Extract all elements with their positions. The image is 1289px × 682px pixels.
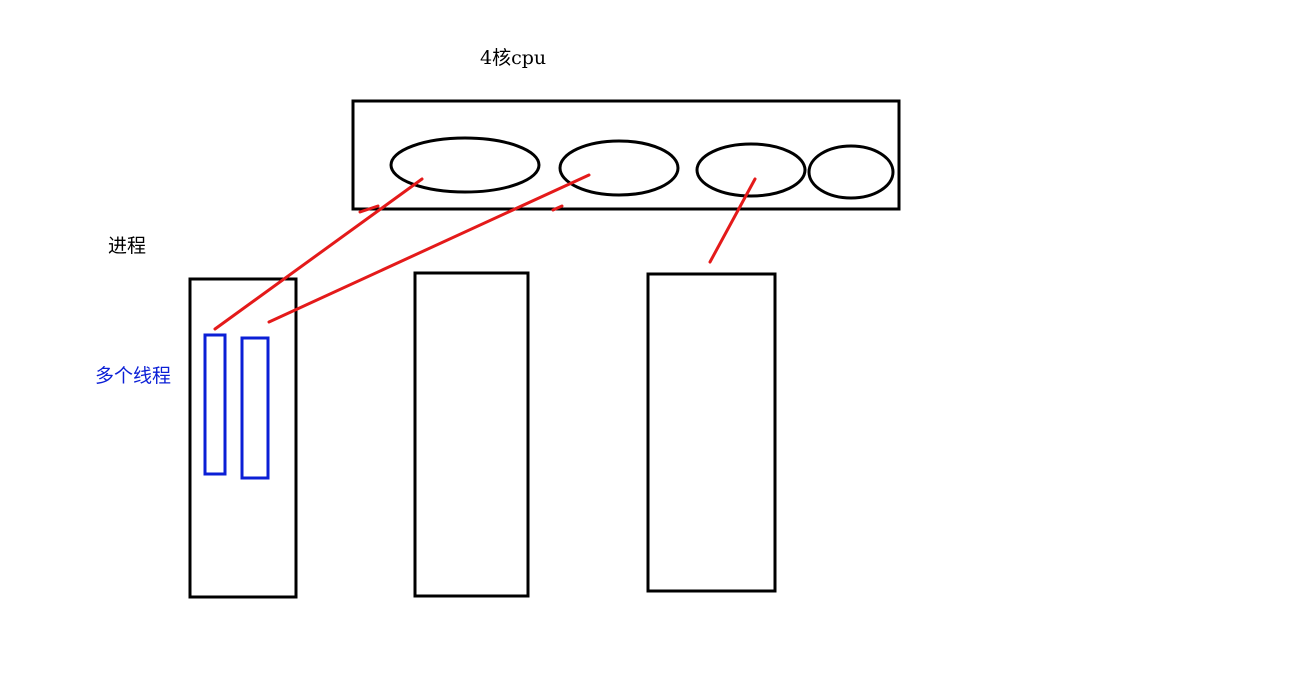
thread-2 — [240, 336, 270, 480]
process-3-box — [646, 272, 777, 593]
cpu-core-3 — [695, 142, 807, 198]
link-process-3-core-3 — [708, 177, 757, 264]
cpu-core-4 — [807, 144, 895, 200]
link-fragment-2 — [551, 204, 564, 212]
threads-label: 多个线程 — [95, 365, 171, 387]
cpu-outline — [351, 99, 901, 211]
cpu-box — [351, 99, 901, 211]
process-label: 进程 — [108, 235, 146, 257]
link-fragment-1 — [358, 204, 380, 214]
cpu-label: 4核cpu — [480, 47, 546, 69]
cpu-core-1 — [389, 136, 541, 194]
link-thread-2-core-2 — [267, 173, 591, 324]
process-2-box — [413, 271, 530, 598]
thread-1 — [203, 333, 227, 476]
process-1-box — [188, 277, 298, 599]
link-thread-1-core-1 — [213, 177, 424, 331]
cpu-core-2 — [558, 139, 680, 197]
process-1 — [188, 277, 298, 599]
